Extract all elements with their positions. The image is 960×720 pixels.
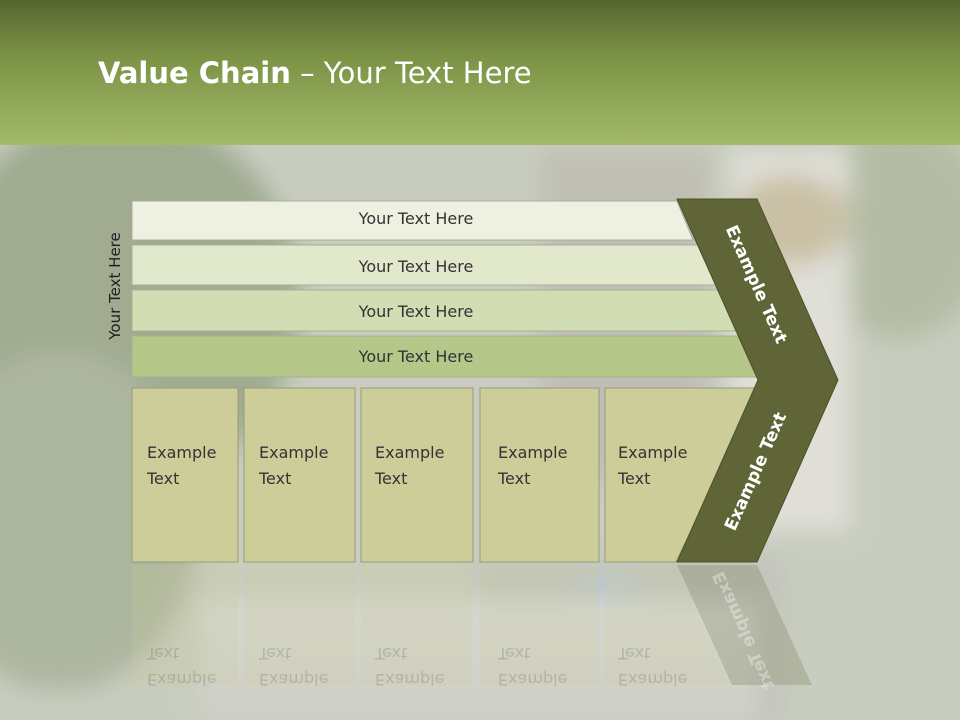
chevron-arrow — [676, 198, 839, 563]
column-1-box — [131, 387, 239, 563]
row-3-label: Your Text Here — [358, 302, 474, 321]
column-3-box — [360, 387, 474, 563]
column-1-reflection: Example Text — [147, 640, 216, 692]
title-rest: – Your Text Here — [290, 56, 532, 90]
header-bar — [0, 0, 960, 145]
column-2-reflection-line1: Example — [259, 670, 329, 689]
column-2-line2: Text — [259, 469, 292, 488]
page-title: Value Chain – Your Text Here — [98, 56, 532, 90]
column-5-reflection-line1: Example — [618, 670, 688, 689]
column-3-line1: Example — [375, 443, 445, 462]
column-1-line2: Text — [147, 469, 180, 488]
column-1-reflection-line1: Example — [147, 670, 217, 689]
row-1-label: Your Text Here — [358, 209, 474, 228]
column-4-reflection: Example Text — [498, 640, 567, 692]
column-1-line1: Example — [147, 443, 217, 462]
column-5-line1: Example — [618, 443, 688, 462]
column-1-reflection-line2: Text — [147, 644, 180, 663]
row-2-label: Your Text Here — [358, 257, 474, 276]
row-4-label: Your Text Here — [358, 347, 474, 366]
row-1-bar — [131, 200, 694, 241]
column-5-reflection: Example Text — [618, 640, 687, 692]
column-4-reflection-line2: Text — [498, 644, 531, 663]
column-5-line2: Text — [618, 469, 651, 488]
column-5-box — [604, 387, 761, 563]
column-3-reflection: Example Text — [375, 640, 444, 692]
column-2-box — [243, 387, 356, 563]
title-bold: Value Chain — [98, 56, 291, 90]
column-3-reflection-line2: Text — [375, 644, 408, 663]
column-5-reflection-line2: Text — [618, 644, 651, 663]
column-4-line1: Example — [498, 443, 568, 462]
column-4-box — [479, 387, 600, 563]
column-3-reflection-line1: Example — [375, 670, 445, 689]
column-2-reflection: Example Text — [259, 640, 328, 692]
column-2-line1: Example — [259, 443, 329, 462]
column-4-reflection-line1: Example — [498, 670, 568, 689]
column-4-line2: Text — [498, 469, 531, 488]
column-2-reflection-line2: Text — [259, 644, 292, 663]
column-3-line2: Text — [375, 469, 408, 488]
reflection — [132, 565, 812, 685]
